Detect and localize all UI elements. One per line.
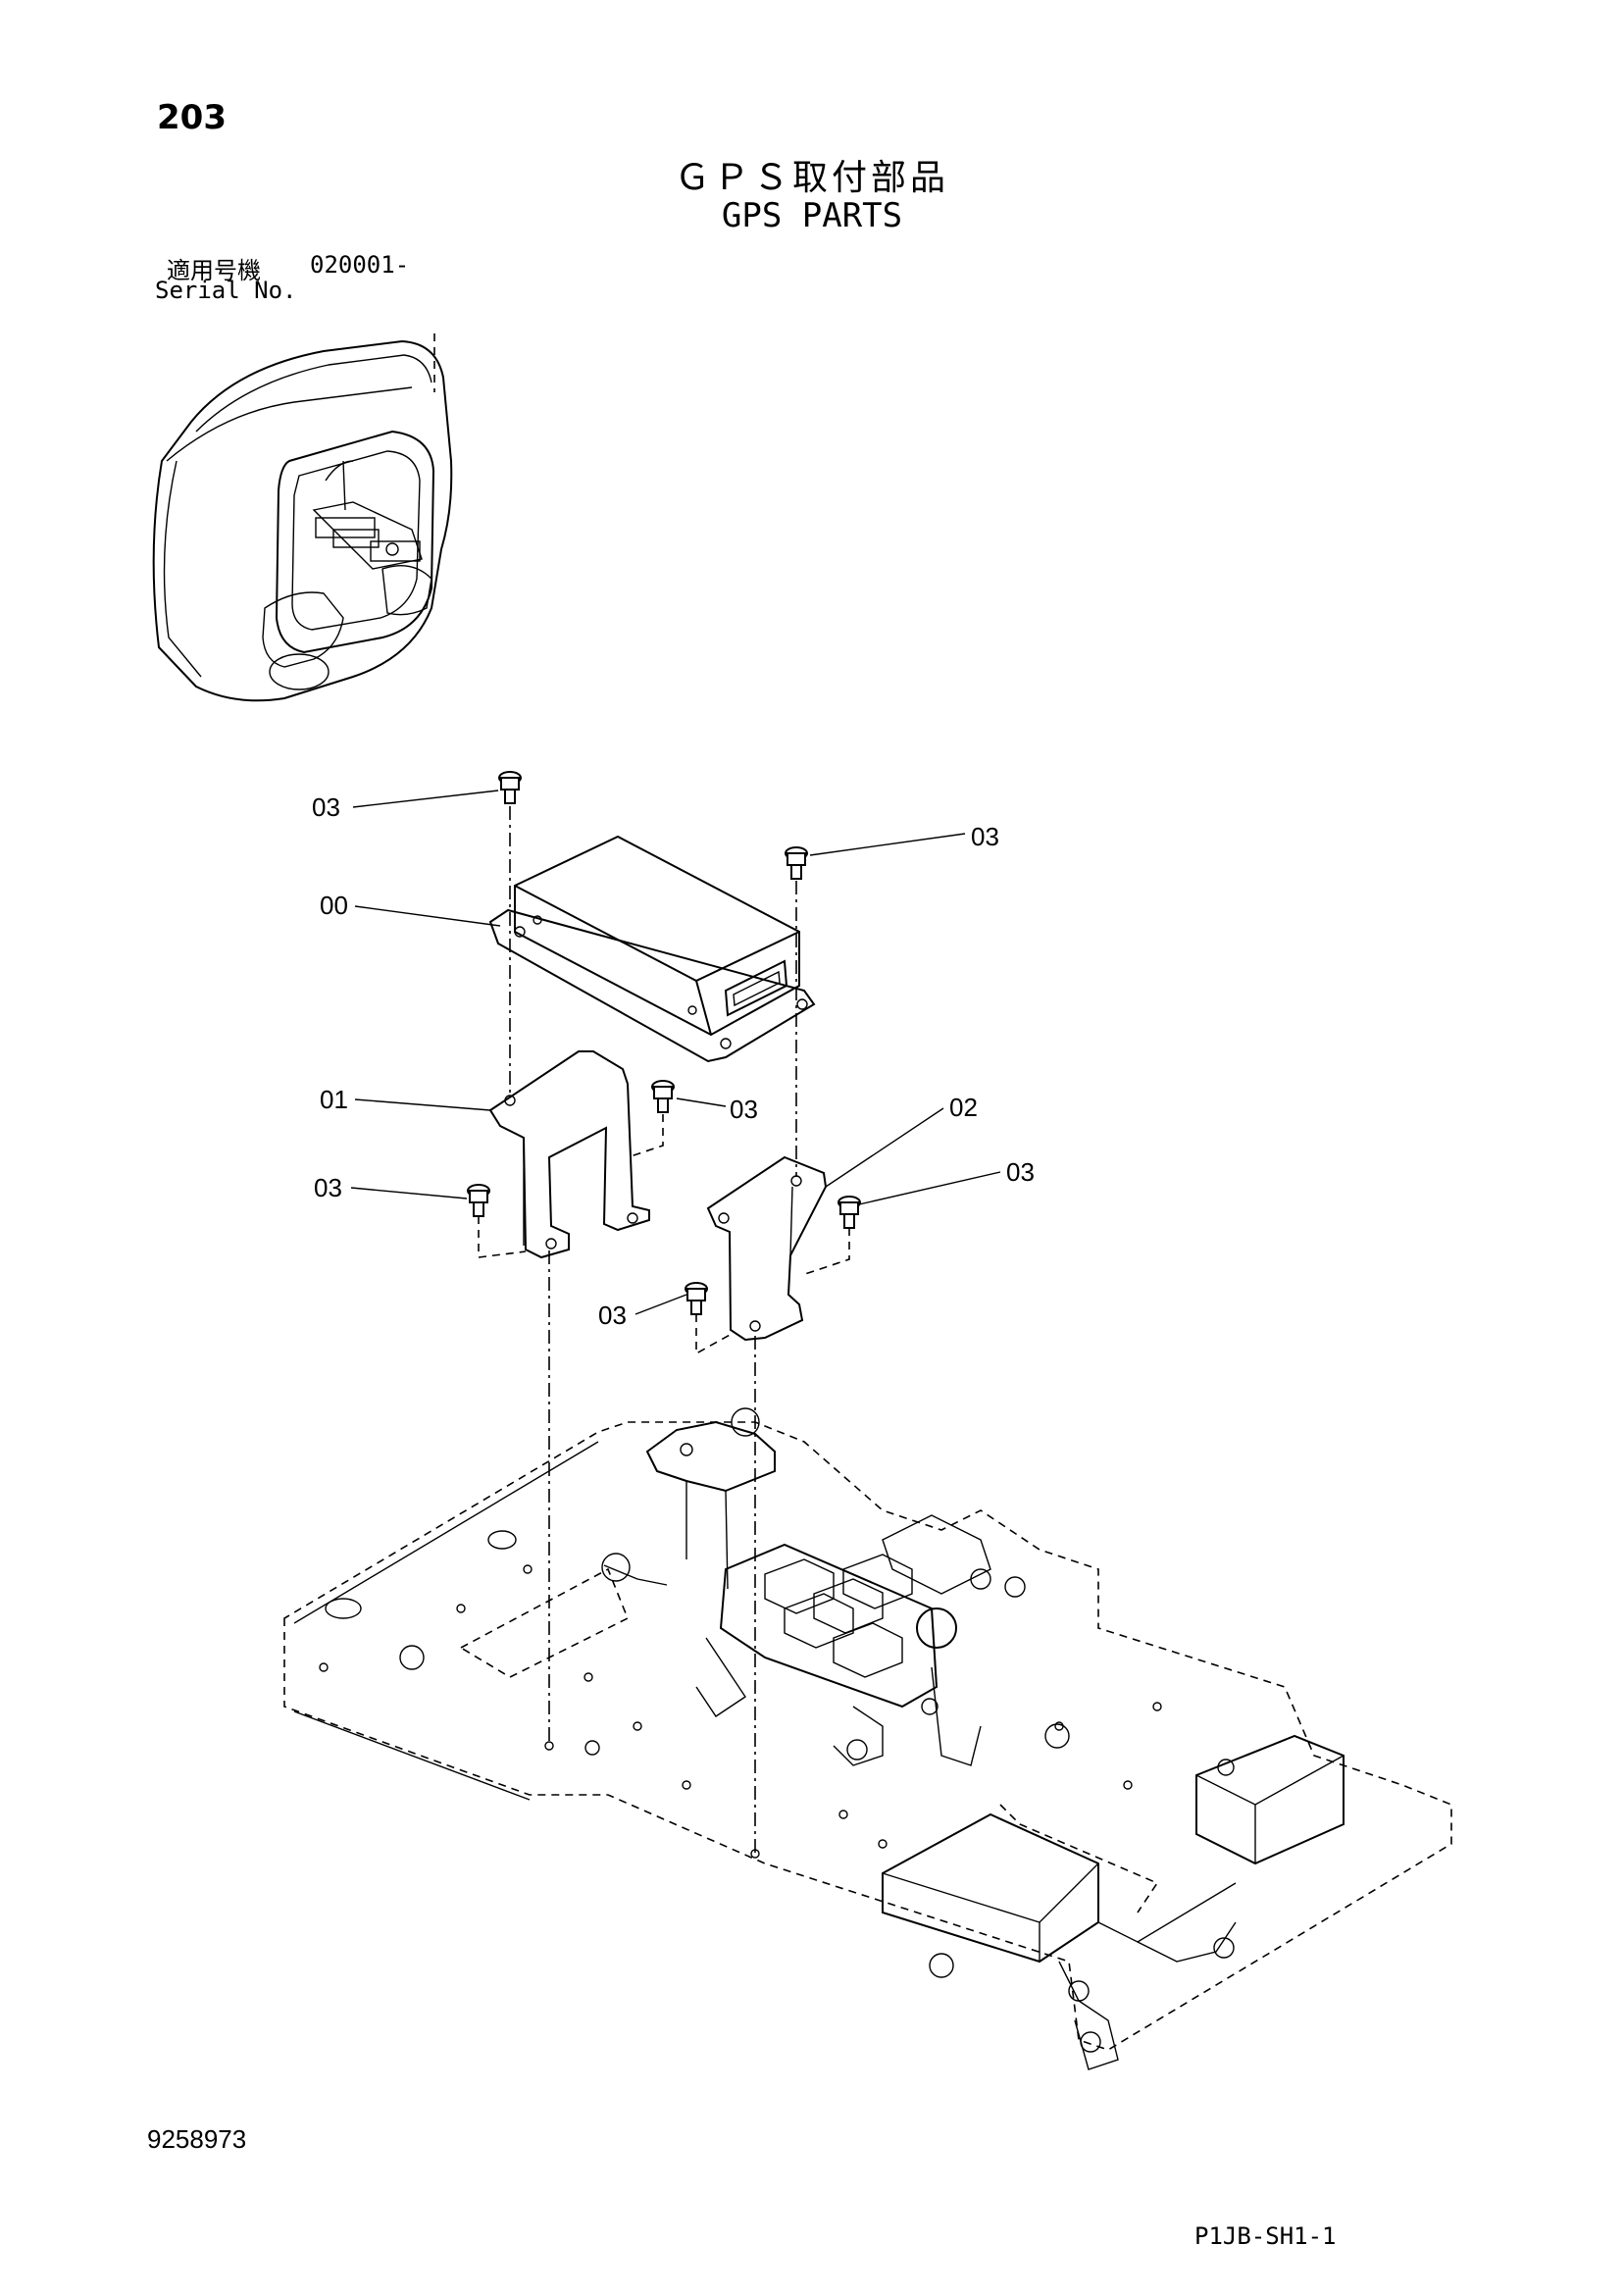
bolt-parts-03 (467, 771, 861, 1315)
callout-03-left: 03 (314, 1173, 342, 1202)
serial-label-english: Serial No. (155, 277, 297, 304)
page-title-english: GPS PARTS (721, 196, 903, 235)
cab-location-thumbnail (152, 333, 453, 702)
callout-03-right: 03 (1006, 1157, 1035, 1187)
bolt-right (837, 1196, 861, 1229)
callout-01: 01 (320, 1085, 348, 1114)
bolt-left (467, 1184, 490, 1217)
callout-03-top-left: 03 (312, 792, 340, 822)
callout-03-mid-right: 03 (730, 1095, 758, 1124)
bolt-mid-right (651, 1080, 675, 1113)
serial-range: 020001- (310, 251, 410, 279)
bolt-bottom (685, 1282, 708, 1315)
serial-label-japanese: 適用号機 (167, 257, 261, 284)
cab-floor-plate (283, 1407, 1452, 2070)
callout-02: 02 (949, 1093, 978, 1122)
document-number: 9258973 (147, 2124, 247, 2154)
callout-03-bottom: 03 (598, 1301, 627, 1330)
bracket-01 (488, 1050, 650, 1259)
bracket-02 (706, 1155, 828, 1342)
bolt-top-right (785, 846, 808, 880)
sheet-code: P1JB-SH1-1 (1194, 2222, 1337, 2250)
page-number: 203 (157, 98, 227, 137)
callout-03-top-right: 03 (971, 822, 999, 851)
page-title-japanese: ＧＰＳ取付部品 (674, 158, 949, 198)
callout-00: 00 (320, 891, 348, 920)
leader-lines (350, 790, 1001, 1315)
gps-controller-box (488, 835, 816, 1063)
bolt-top-left (498, 771, 522, 804)
